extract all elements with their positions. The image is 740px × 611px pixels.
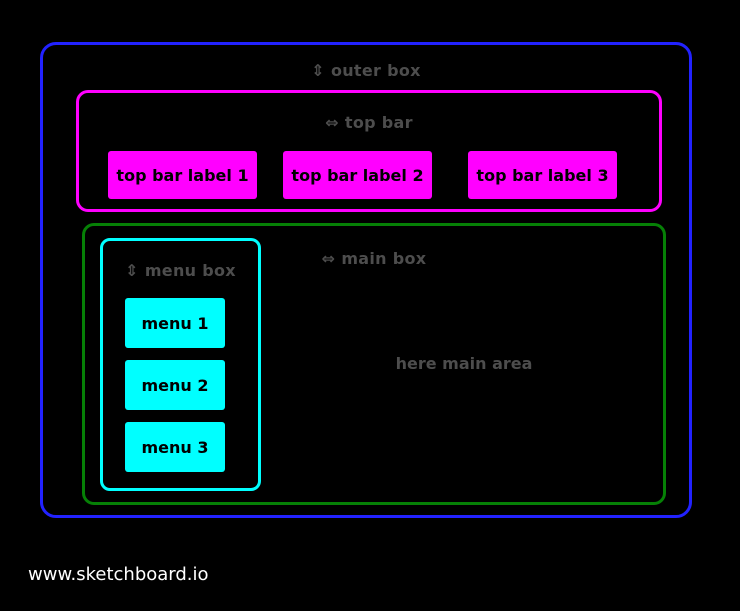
- top-bar-item-2[interactable]: top bar label 2: [283, 151, 432, 199]
- main-area-text: here main area: [395, 354, 533, 373]
- top-bar-item-3[interactable]: top bar label 3: [468, 151, 617, 199]
- top-bar-item-1[interactable]: top bar label 1: [108, 151, 257, 199]
- top-bar-box[interactable]: [76, 90, 662, 212]
- main-box-label: ⇔ main box: [82, 249, 666, 268]
- main-box-label-text: main box: [341, 249, 427, 268]
- menu-item-2[interactable]: menu 2: [125, 360, 225, 410]
- menu-box[interactable]: [100, 238, 261, 491]
- leftright-arrow-icon: ⇔: [325, 113, 339, 132]
- main-box[interactable]: [82, 223, 666, 505]
- menu-box-label-text: menu box: [144, 261, 236, 280]
- top-bar-label-text: top bar: [344, 113, 413, 132]
- menu-item-1[interactable]: menu 1: [125, 298, 225, 348]
- menu-box-label: ⇕ menu box: [100, 261, 261, 280]
- menu-item-3[interactable]: menu 3: [125, 422, 225, 472]
- top-bar-label: ⇔ top bar: [76, 113, 662, 132]
- leftright-arrow-icon: ⇔: [321, 249, 336, 268]
- outer-box-label: ⇕ outer box: [40, 61, 692, 80]
- updown-arrow-icon: ⇕: [125, 261, 139, 280]
- updown-arrow-icon: ⇕: [311, 61, 325, 80]
- sketchboard-watermark: www.sketchboard.io: [28, 564, 209, 585]
- outer-box[interactable]: [40, 42, 692, 518]
- outer-box-label-text: outer box: [330, 61, 421, 80]
